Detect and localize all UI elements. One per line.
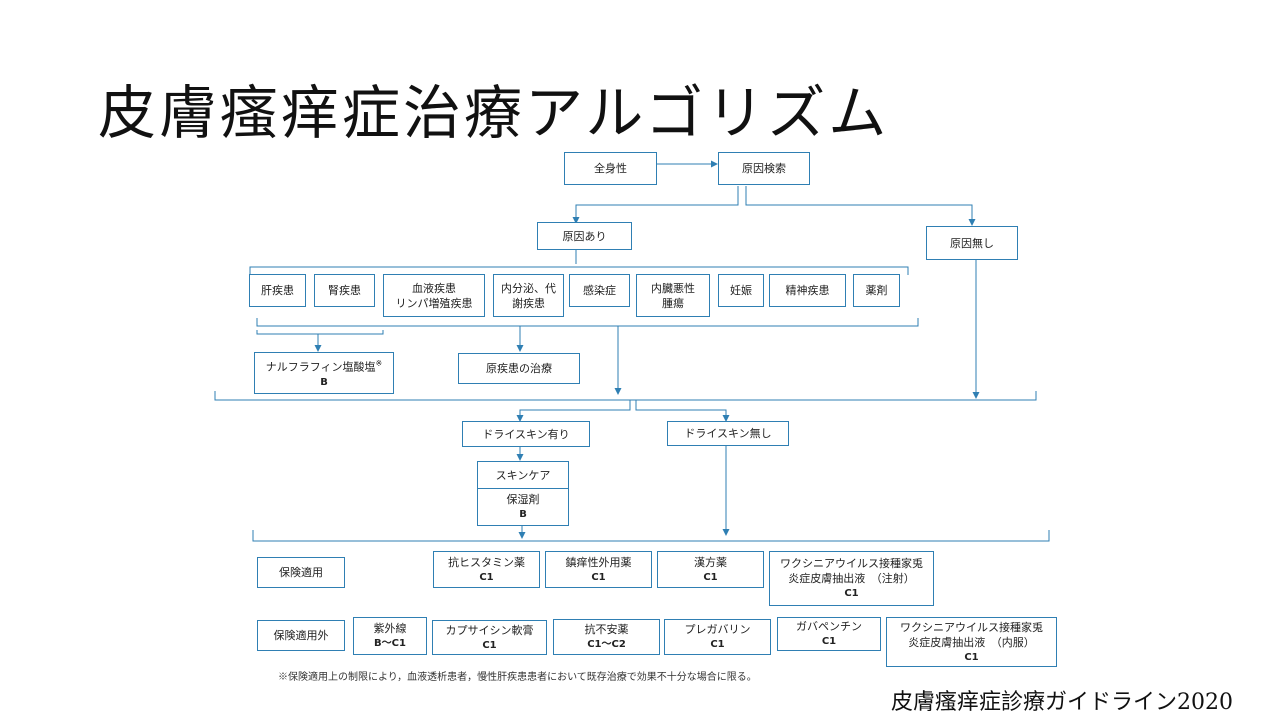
uninsured-item-grade: C1 (964, 651, 979, 663)
insured-label: 保険適用 (279, 566, 323, 579)
disease-endocrine-label-2: 謝疾患 (512, 296, 545, 310)
uninsured-item-gabapentin: ガバペンチン C1 (777, 617, 881, 651)
uninsured-label-box: 保険適用外 (257, 620, 345, 651)
cause-absent-box: 原因無し (926, 226, 1018, 260)
disease-drug-label: 薬剤 (865, 284, 888, 297)
uninsured-item-name: 紫外線 (373, 622, 407, 635)
uninsured-item-grade: C1 (710, 639, 725, 650)
insured-item-vaccinia-injection: ワクシニアウイルス接種家兎 炎症皮膚抽出液 （注射） C1 (769, 551, 934, 606)
uninsured-item-name: プレガバリン (684, 623, 751, 636)
disease-pregnancy: 妊娠 (718, 274, 764, 307)
uninsured-item-grade: C1 (821, 636, 837, 647)
skincare-label: スキンケア (495, 468, 551, 482)
moisturizer-grade: B (519, 509, 527, 520)
disease-malignancy-label: 内臓悪性 (651, 281, 695, 295)
disease-liver-label: 肝疾患 (261, 284, 294, 297)
primary-treatment-label: 原疾患の治療 (486, 362, 552, 375)
uninsured-item-capsaicin: カプサイシン軟膏 C1 (432, 620, 547, 655)
cause-absent-label: 原因無し (950, 236, 994, 250)
insured-item-grade: C1 (703, 571, 718, 583)
insured-label-box: 保険適用 (257, 557, 345, 588)
uninsured-item-name: カプサイシン軟膏 (445, 623, 534, 637)
page-title: 皮膚瘙痒症治療アルゴリズム (98, 79, 890, 147)
uninsured-item-name: ガバペンチン (796, 620, 862, 633)
uninsured-item-name: 抗不安薬 (584, 623, 629, 636)
uninsured-item-name: ワクシニアウイルス接種家兎 (900, 620, 1043, 634)
disease-pregnancy-label: 妊娠 (730, 284, 752, 297)
uninsured-item-pregabalin: プレガバリン C1 (664, 619, 771, 655)
disease-psychiatric-label: 精神疾患 (785, 284, 830, 297)
disease-malignancy-label-2: 腫瘍 (662, 296, 684, 310)
disease-infection: 感染症 (569, 274, 630, 307)
disease-blood-label-2: リンパ増殖疾患 (395, 296, 473, 310)
insured-item-kampo: 漢方薬 C1 (657, 551, 764, 588)
dry-skin-no-label: ドライスキン無し (684, 427, 772, 440)
moisturizer-label: 保湿剤 (506, 493, 540, 506)
skincare-header: スキンケア (478, 462, 568, 489)
insured-item-name: 抗ヒスタミン薬 (448, 555, 525, 569)
uninsured-item-grade: C1 (482, 639, 497, 651)
insured-item-topical: 鎮痒性外用薬 C1 (545, 551, 652, 588)
nalfurafine-grade: B (320, 376, 328, 388)
cause-present-label: 原因あり (562, 229, 607, 243)
insured-item-grade: C1 (479, 571, 494, 583)
nalfurafine-mark: ※ (375, 359, 383, 369)
cause-present-box: 原因あり (537, 222, 632, 250)
insured-item-name: 漢方薬 (694, 555, 727, 569)
uninsured-item-vaccinia-oral: ワクシニアウイルス接種家兎 炎症皮膚抽出液 （内服） C1 (886, 617, 1057, 667)
insured-item-grade: C1 (591, 571, 606, 583)
cause-search-box: 原因検索 (718, 152, 810, 185)
disease-kidney-label: 腎疾患 (328, 284, 361, 297)
uninsured-item-grade: C1～C2 (587, 639, 626, 650)
dry-skin-yes-box: ドライスキン有り (462, 421, 590, 447)
disease-drug: 薬剤 (853, 274, 900, 307)
disease-infection-label: 感染症 (583, 284, 616, 297)
skincare-box: スキンケア 保湿剤 B (477, 461, 569, 526)
uninsured-item-name-2: 炎症皮膚抽出液 （内服） (908, 635, 1035, 649)
insured-item-antihistamine: 抗ヒスタミン薬 C1 (433, 551, 540, 588)
insured-item-name: ワクシニアウイルス接種家兎 (780, 557, 923, 570)
nalfurafine-name-line: ナルフラフィン塩酸塩※ (266, 356, 382, 375)
uninsured-item-grade: B～C1 (374, 638, 406, 649)
disease-malignancy: 内臓悪性 腫瘍 (636, 274, 710, 317)
insured-item-grade: C1 (844, 588, 859, 599)
source-citation: 皮膚瘙痒症診療ガイドライン2020 (891, 690, 1233, 715)
nalfurafine-box: ナルフラフィン塩酸塩※ B (254, 352, 394, 394)
systemic-box: 全身性 (564, 152, 657, 185)
moisturizer-section: 保湿剤 B (478, 489, 568, 525)
disease-liver: 肝疾患 (249, 274, 306, 307)
disease-psychiatric: 精神疾患 (769, 274, 846, 307)
uninsured-label: 保険適用外 (273, 629, 329, 642)
disease-endocrine-label: 内分泌、代 (501, 281, 556, 295)
disease-endocrine: 内分泌、代 謝疾患 (493, 274, 564, 317)
disease-blood-label: 血液疾患 (412, 281, 456, 295)
nalfurafine-name: ナルフラフィン塩酸塩 (265, 360, 376, 374)
footnote: ※保険適用上の制限により，血液透析患者，慢性肝疾患患者において既存治療で効果不十… (278, 672, 757, 683)
dry-skin-yes-label: ドライスキン有り (482, 427, 570, 441)
uninsured-item-uv: 紫外線 B～C1 (353, 617, 427, 655)
disease-kidney: 腎疾患 (314, 274, 375, 307)
disease-blood: 血液疾患 リンパ増殖疾患 (383, 274, 485, 317)
insured-item-name: 鎮痒性外用薬 (565, 555, 632, 569)
uninsured-item-anxiolytic: 抗不安薬 C1～C2 (553, 619, 660, 655)
systemic-label: 全身性 (594, 162, 627, 175)
primary-treatment-box: 原疾患の治療 (458, 353, 580, 384)
cause-search-label: 原因検索 (742, 162, 786, 175)
dry-skin-no-box: ドライスキン無し (667, 421, 789, 446)
insured-item-name-2: 炎症皮膚抽出液 （注射） (788, 572, 915, 585)
